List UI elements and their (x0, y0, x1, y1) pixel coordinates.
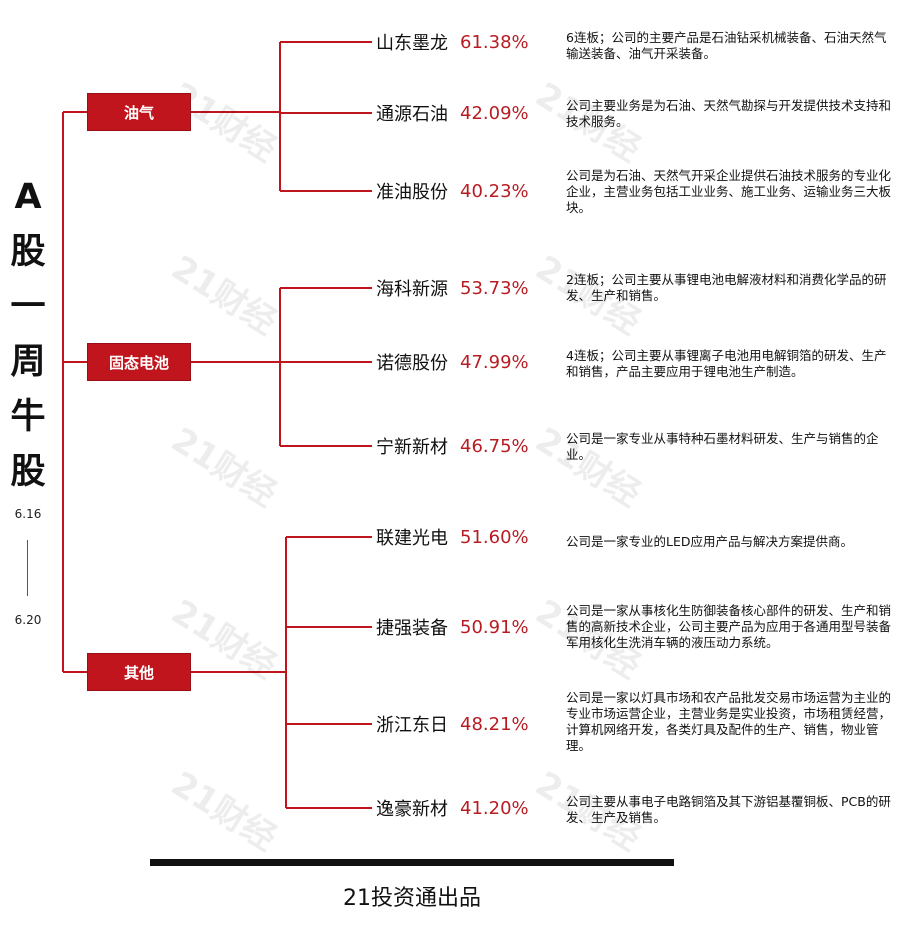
stock-percent: 46.75% (460, 435, 529, 457)
stock-item: 准油股份 40.23% (376, 176, 529, 206)
stock-description: 公司是一家专业的LED应用产品与解决方案提供商。 (566, 534, 853, 549)
category-solid-state-battery: 固态电池 (88, 344, 190, 380)
title-char: A (14, 177, 42, 217)
category-oil-gas: 油气 (88, 94, 190, 130)
stock-percent: 51.60% (460, 526, 529, 548)
stock-percent: 47.99% (460, 351, 529, 373)
page-title: A 股 一 周 牛 股 (4, 170, 52, 500)
stock-item: 逸豪新材 41.20% (376, 793, 529, 823)
stock-description: 公司是一家从事核化生防御装备核心部件的研发、生产和销售的高新技术企业，公司主要产… (566, 603, 892, 650)
stock-percent: 61.38% (460, 31, 529, 53)
stock-description: 公司主要业务是为石油、天然气勘探与开发提供技术支持和技术服务。 (566, 98, 892, 129)
stock-item: 捷强装备 50.91% (376, 612, 529, 642)
stock-percent: 40.23% (460, 180, 529, 202)
title-char: 周 (10, 342, 46, 382)
footer-divider (150, 859, 674, 866)
title-char: 一 (10, 287, 46, 327)
stock-description: 2连板；公司主要从事锂电池电解液材料和消费化学品的研发、生产和销售。 (566, 272, 887, 303)
stock-name: 准油股份 (376, 182, 448, 203)
stock-name: 联建光电 (376, 528, 448, 549)
stock-item: 山东墨龙 61.38% (376, 27, 529, 57)
title-char: 牛 (10, 397, 46, 437)
stock-description: 4连板；公司主要从事锂离子电池用电解铜箔的研发、生产和销售，产品主要应用于锂电池… (566, 348, 887, 379)
stock-percent: 41.20% (460, 797, 529, 819)
stock-name: 捷强装备 (376, 618, 448, 639)
stock-item: 联建光电 51.60% (376, 522, 529, 552)
stock-item: 海科新源 53.73% (376, 273, 529, 303)
stock-name: 诺德股份 (376, 353, 448, 374)
stock-description: 公司主要从事电子电路铜箔及其下游铝基覆铜板、PCB的研发、生产及销售。 (566, 794, 891, 825)
category-other: 其他 (88, 654, 190, 690)
stock-percent: 53.73% (460, 277, 529, 299)
stock-item: 宁新新材 46.75% (376, 431, 529, 461)
stock-description: 公司是一家专业从事特种石墨材料研发、生产与销售的企业。 (566, 431, 879, 462)
footer-credit: 21投资通出品 (343, 886, 481, 911)
stock-item: 浙江东日 48.21% (376, 709, 529, 739)
stock-percent: 50.91% (460, 616, 529, 638)
stock-name: 浙江东日 (376, 715, 448, 736)
stock-name: 宁新新材 (376, 437, 448, 458)
stock-item: 通源石油 42.09% (376, 98, 529, 128)
stock-description: 6连板；公司的主要产品是石油钻采机械装备、石油天然气输送装备、油气开采装备。 (566, 30, 887, 61)
stock-name: 逸豪新材 (376, 799, 448, 820)
date-divider (27, 540, 28, 596)
stock-percent: 48.21% (460, 713, 529, 735)
title-char: 股 (10, 452, 46, 492)
stock-description: 公司是为石油、天然气开采企业提供石油技术服务的专业化企业，主营业务包括工业业务、… (566, 168, 892, 215)
stock-item: 诺德股份 47.99% (376, 347, 529, 377)
date-end: 6.20 (14, 613, 42, 627)
title-char: 股 (10, 232, 46, 272)
stock-name: 通源石油 (376, 104, 448, 125)
stock-name: 山东墨龙 (376, 33, 448, 54)
stock-description: 公司是一家以灯具市场和农产品批发交易市场运营为主业的专业市场运营企业，主营业务是… (566, 690, 892, 753)
date-start: 6.16 (14, 507, 42, 521)
stock-name: 海科新源 (376, 279, 448, 300)
stock-percent: 42.09% (460, 102, 529, 124)
